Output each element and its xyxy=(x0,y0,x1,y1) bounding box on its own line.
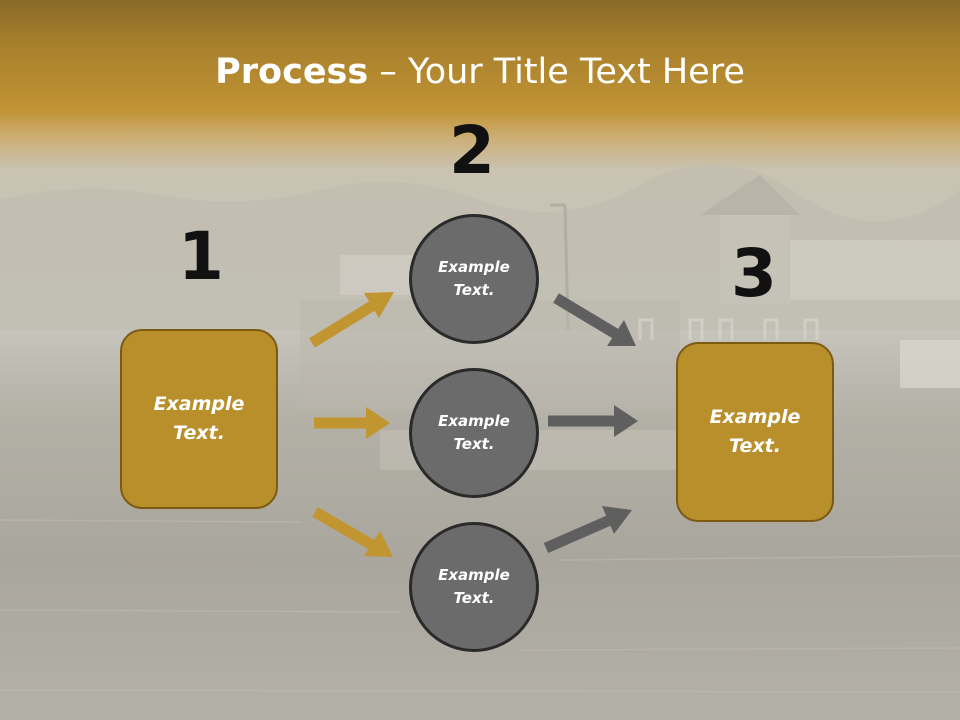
slide-title: Process – Your Title Text Here xyxy=(0,52,960,92)
step-number-2: 2 xyxy=(449,112,495,189)
circle-middle-label: Example Text. xyxy=(438,412,510,453)
left-box-label: Example Text. xyxy=(153,393,245,444)
arrow-left-up xyxy=(309,292,394,348)
step-number-1: 1 xyxy=(178,218,224,295)
arrow-right-middle xyxy=(548,405,638,437)
circle-bottom-label: Example Text. xyxy=(438,566,510,607)
arrow-left-down xyxy=(312,507,393,557)
title-rest: – Your Title Text Here xyxy=(368,52,745,92)
right-box-label: Example Text. xyxy=(709,406,801,457)
title-bold: Process xyxy=(215,52,369,92)
arrow-left-middle xyxy=(314,407,390,439)
step-number-3: 3 xyxy=(731,235,777,312)
circle-bottom: Example Text. xyxy=(409,522,539,652)
arrow-right-up xyxy=(543,506,632,554)
right-box: Example Text. xyxy=(676,342,834,522)
arrow-right-down xyxy=(553,293,636,346)
left-box: Example Text. xyxy=(120,329,278,509)
circle-middle: Example Text. xyxy=(409,368,539,498)
circle-top: Example Text. xyxy=(409,214,539,344)
circle-top-label: Example Text. xyxy=(438,258,510,299)
